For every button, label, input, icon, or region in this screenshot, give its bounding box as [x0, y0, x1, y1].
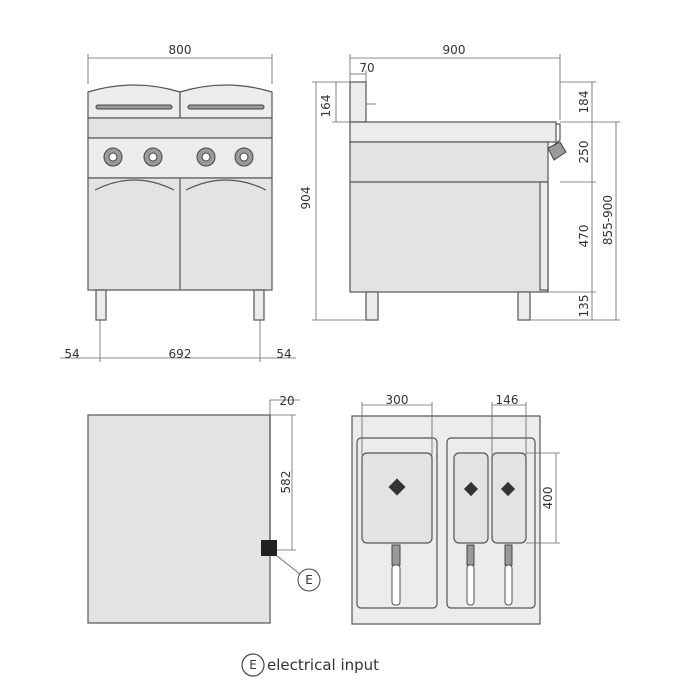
- dim-plan-offset: 20: [279, 394, 294, 408]
- dim-side-left: 54: [64, 347, 79, 361]
- dim-cabinet: 470: [577, 225, 591, 248]
- dim-top-rim: 184: [577, 91, 591, 114]
- side-view: 900 70 164 904: [299, 43, 620, 321]
- dim-side-right: 54: [276, 347, 291, 361]
- dim-back-offset: 70: [359, 61, 374, 75]
- dim-depth-total: 900: [443, 43, 466, 57]
- plan-view: 20 582 E: [87, 394, 321, 624]
- dim-plan-depth: 582: [279, 471, 293, 494]
- legend-marker: E: [249, 658, 257, 672]
- electrical-input-marker: [261, 540, 277, 556]
- dim-basket-depth: 400: [541, 487, 555, 510]
- dim-basket-large: 300: [386, 393, 409, 407]
- control-knob: [103, 147, 123, 167]
- top-view: 300 146 400: [351, 393, 560, 625]
- legend: E electrical input: [241, 653, 379, 677]
- dim-top-height: 164: [319, 95, 333, 118]
- marker-e-label: E: [305, 573, 313, 587]
- dim-total-height: 904: [299, 187, 313, 210]
- marker-circle: [297, 568, 321, 592]
- dim-legs: 135: [577, 295, 591, 318]
- dim-basket-small: 146: [496, 393, 519, 407]
- dim-width-total: 800: [169, 43, 192, 57]
- control-knob: [143, 147, 163, 167]
- legend-label: electrical input: [267, 656, 379, 674]
- control-knob: [234, 147, 254, 167]
- control-knob: [196, 147, 216, 167]
- dim-width-inner: 692: [169, 347, 192, 361]
- legend-marker-circle: [241, 653, 265, 677]
- dim-control-panel: 250: [577, 141, 591, 164]
- dim-height-range: 855-900: [601, 195, 615, 245]
- front-view: 800 54 692 54: [60, 43, 296, 362]
